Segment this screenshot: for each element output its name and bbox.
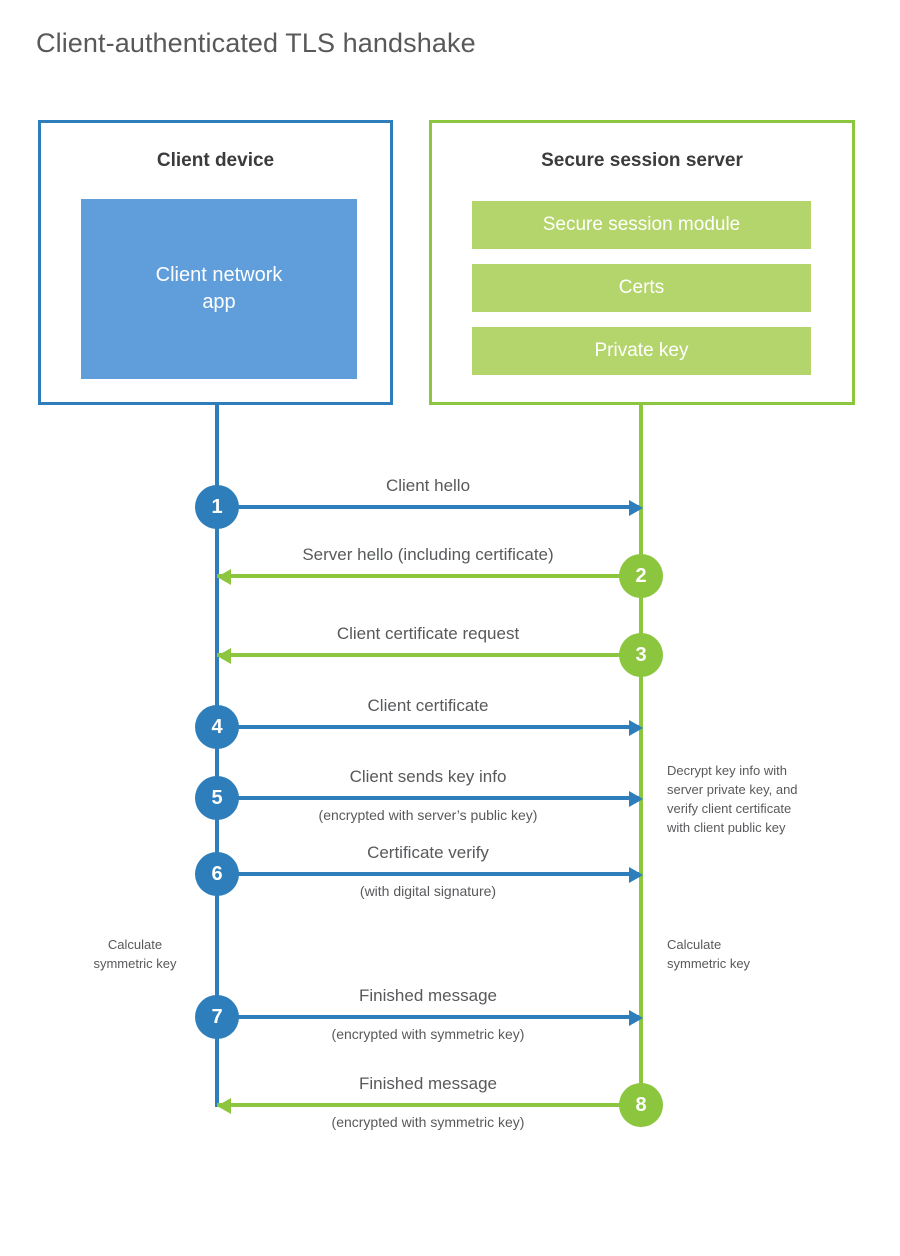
arrow-shaft: [217, 1103, 639, 1107]
annotation-server-decrypt: Decrypt key info with server private key…: [667, 763, 798, 835]
secure-session-server-title: Secure session server: [541, 150, 743, 171]
step-sublabel: (encrypted with server’s public key): [318, 807, 538, 823]
arrow-shaft: [217, 872, 639, 876]
arrow-shaft: [217, 574, 639, 578]
client-device-box: Client device Client network app: [38, 120, 393, 405]
arrowhead-right-icon: [629, 791, 643, 807]
client-network-app-block: Client network app: [81, 199, 357, 379]
arrowhead-right-icon: [629, 720, 643, 736]
secure-session-server-box: Secure session server Secure session mod…: [429, 120, 855, 405]
arrowhead-right-icon: [629, 1010, 643, 1026]
arrow-shaft: [217, 796, 639, 800]
step-label: Finished message: [359, 1074, 497, 1093]
step-number-badge-3: 3: [619, 633, 663, 677]
annotation-client-calculate-symmetric-key: Calculate symmetric key: [93, 937, 177, 971]
step-number-badge-7: 7: [195, 995, 239, 1039]
arrow-shaft: [217, 505, 639, 509]
arrowhead-right-icon: [629, 500, 643, 516]
step-label: Client sends key info: [349, 767, 507, 786]
page-title: Client-authenticated TLS handshake: [36, 28, 476, 58]
step-label: Client certificate: [367, 696, 489, 715]
server-component-private-key: Private key: [472, 327, 811, 375]
arrowhead-left-icon: [217, 648, 231, 664]
step-label: Client hello: [385, 476, 471, 495]
step-number-badge-8: 8: [619, 1083, 663, 1127]
server-component-label: Certs: [618, 277, 665, 298]
step-sublabel: (encrypted with symmetric key): [331, 1026, 525, 1042]
step-label: Client certificate request: [336, 624, 520, 643]
server-lifeline: [639, 405, 643, 1107]
step-label: Certificate verify: [367, 843, 489, 862]
arrowhead-right-icon: [629, 867, 643, 883]
step-label: Server hello (including certificate): [302, 545, 554, 564]
arrow-shaft: [217, 653, 639, 657]
arrow-shaft: [217, 725, 639, 729]
step-label: Finished message: [359, 986, 497, 1005]
server-component-label: Private key: [594, 340, 689, 361]
step-sublabel: (with digital signature): [359, 883, 497, 899]
arrowhead-left-icon: [217, 569, 231, 585]
client-network-app-label: Client network app: [155, 264, 283, 313]
step-number-badge-6: 6: [195, 852, 239, 896]
arrowhead-left-icon: [217, 1098, 231, 1114]
step-number-badge-2: 2: [619, 554, 663, 598]
client-device-title: Client device: [156, 150, 275, 171]
step-sublabel: (encrypted with symmetric key): [331, 1114, 525, 1130]
step-number-badge-5: 5: [195, 776, 239, 820]
server-component-certs: Certs: [472, 264, 811, 312]
server-component-label: Secure session module: [542, 214, 741, 235]
client-lifeline: [215, 405, 219, 1107]
arrow-shaft: [217, 1015, 639, 1019]
annotation-server-calculate-symmetric-key: Calculate symmetric key: [667, 937, 751, 971]
step-number-badge-4: 4: [195, 705, 239, 749]
server-component-secure-session-module: Secure session module: [472, 201, 811, 249]
step-number-badge-1: 1: [195, 485, 239, 529]
